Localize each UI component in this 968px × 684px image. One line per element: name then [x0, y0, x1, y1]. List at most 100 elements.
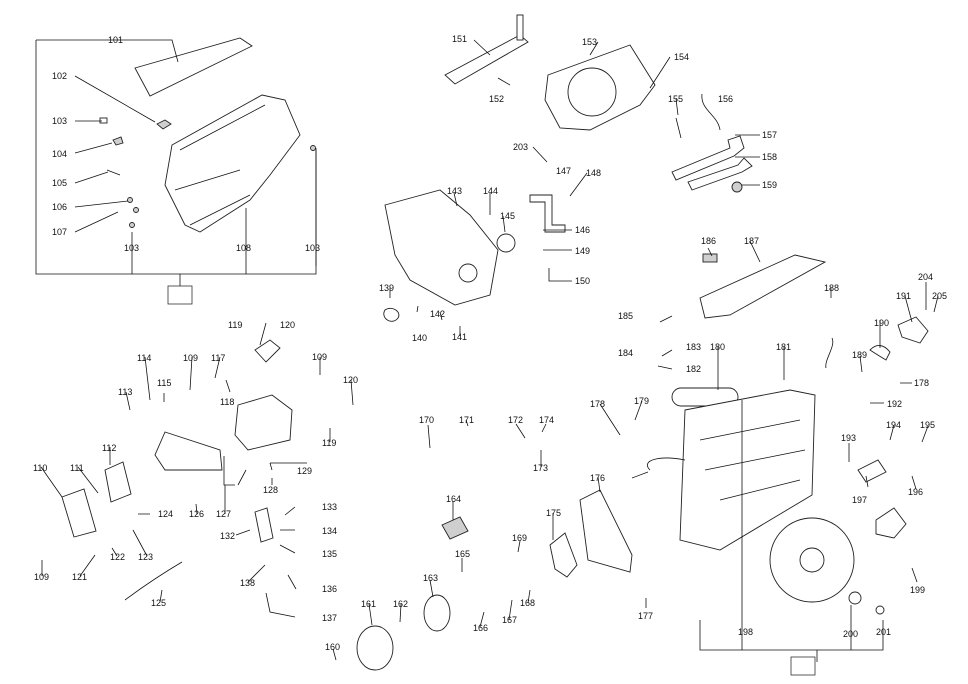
part-label-168: 168	[520, 598, 535, 608]
part-label-181: 181	[776, 342, 791, 352]
part-158-wrench	[687, 157, 753, 191]
part-107	[133, 207, 139, 213]
part-190	[869, 345, 891, 361]
part-main-base	[679, 389, 816, 551]
part-label-190: 190	[874, 318, 889, 328]
part-label-183: 183	[686, 342, 701, 352]
part-label-148: 148	[586, 168, 601, 178]
part-label-150: 150	[575, 276, 590, 286]
part-label-179: 179	[634, 396, 649, 406]
part-164	[441, 516, 469, 540]
part-120-switch-housing	[234, 394, 293, 451]
part-label-180: 180	[710, 342, 725, 352]
part-label-125: 125	[151, 598, 166, 608]
part-label-108: 108	[236, 243, 251, 253]
part-label-123: 123	[138, 552, 153, 562]
label-202-box	[790, 656, 816, 676]
part-label-192: 192	[887, 399, 902, 409]
part-label-191: 191	[896, 291, 911, 301]
part-label-174: 174	[539, 415, 554, 425]
part-label-164: 164	[446, 494, 461, 504]
part-label-194: 194	[886, 420, 901, 430]
part-103b	[129, 222, 135, 228]
leader-lines	[35, 39, 939, 662]
part-label-126: 126	[189, 509, 204, 519]
part-label-165: 165	[455, 549, 470, 559]
part-label-136: 136	[322, 584, 337, 594]
part-label-154: 154	[674, 52, 689, 62]
part-label-203: 203	[513, 142, 528, 152]
part-103-screw	[99, 117, 108, 124]
part-label-142: 142	[430, 309, 445, 319]
part-label-115: 115	[157, 378, 171, 388]
part-label-198: 198	[738, 627, 753, 637]
part-label-171: 171	[459, 415, 474, 425]
part-139	[383, 307, 400, 322]
part-label-201: 201	[876, 627, 891, 637]
part-label-187: 187	[744, 236, 759, 246]
part-108-housing	[164, 94, 301, 233]
part-label-111: 111	[70, 463, 84, 473]
part-drawings	[61, 14, 929, 671]
part-label-128: 128	[263, 485, 278, 495]
part-label-173: 173	[533, 463, 548, 473]
part-label-119b: 119	[322, 438, 336, 448]
part-label-120b: 120	[343, 375, 358, 385]
part-label-200: 200	[843, 629, 858, 639]
part-110-plate	[61, 488, 97, 538]
part-146-bracket	[529, 194, 566, 233]
part-label-152: 152	[489, 94, 504, 104]
part-label-109b: 109	[312, 352, 327, 362]
part-label-176: 176	[590, 473, 605, 483]
part-label-140: 140	[412, 333, 427, 343]
part-label-144: 144	[483, 186, 498, 196]
part-151-post	[516, 14, 524, 41]
part-label-107: 107	[52, 227, 67, 237]
part-label-112: 112	[102, 443, 116, 453]
part-label-138: 138	[240, 578, 255, 588]
part-label-109a: 109	[183, 353, 198, 363]
part-label-145: 145	[500, 211, 515, 221]
part-186	[702, 253, 718, 263]
part-label-196: 196	[908, 487, 923, 497]
part-label-103a: 103	[52, 116, 67, 126]
part-label-141: 141	[452, 332, 467, 342]
part-label-103c: 103	[305, 243, 320, 253]
part-label-161: 161	[361, 599, 376, 609]
part-141-hole	[458, 263, 478, 283]
part-151-rail	[444, 34, 529, 85]
part-label-137: 137	[322, 613, 337, 623]
part-label-104: 104	[52, 149, 67, 159]
part-label-167: 167	[502, 615, 517, 625]
part-label-133: 133	[322, 502, 337, 512]
part-label-106: 106	[52, 202, 67, 212]
part-label-118: 118	[220, 397, 234, 407]
part-label-146: 146	[575, 225, 590, 235]
part-label-119a: 119	[228, 320, 242, 330]
part-label-177: 177	[638, 611, 653, 621]
part-label-147: 147	[556, 166, 571, 176]
part-label-163: 163	[423, 573, 438, 583]
part-label-182: 182	[686, 364, 701, 374]
part-120-top	[254, 339, 281, 363]
part-153-disc	[567, 67, 617, 117]
part-label-151: 151	[452, 34, 467, 44]
part-label-170: 170	[419, 415, 434, 425]
part-label-185: 185	[618, 311, 633, 321]
part-label-178b: 178	[590, 399, 605, 409]
part-103c	[310, 145, 316, 151]
part-label-162: 162	[393, 599, 408, 609]
part-label-122: 122	[110, 552, 125, 562]
part-label-205: 205	[932, 291, 947, 301]
part-199	[875, 507, 907, 539]
part-label-129: 129	[297, 466, 312, 476]
part-label-204: 204	[918, 272, 933, 282]
part-125-cable	[124, 561, 183, 601]
part-163-disc	[423, 594, 451, 632]
part-187-table-insert	[699, 254, 827, 319]
part-106	[127, 197, 133, 203]
part-102	[156, 119, 172, 130]
part-label-127: 127	[216, 509, 231, 519]
part-label-193: 193	[841, 433, 856, 443]
